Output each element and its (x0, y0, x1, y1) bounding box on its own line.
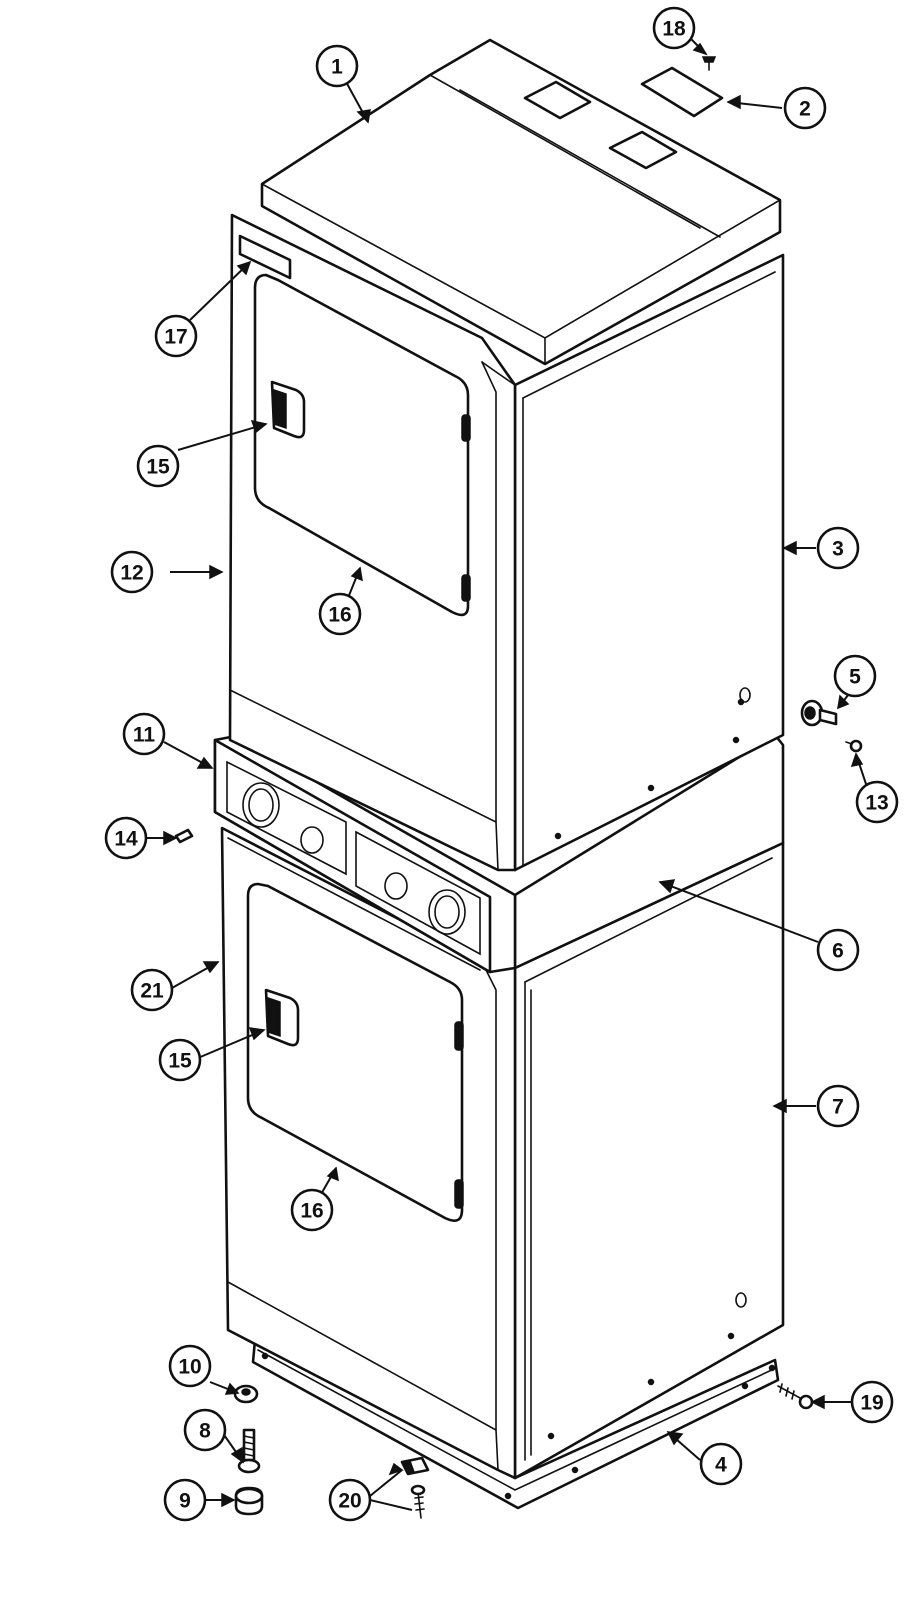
callout-2: 2 (783, 86, 827, 130)
callout-11: 11 (122, 712, 166, 756)
callout-20-label: 20 (338, 1490, 361, 1513)
leader-arrowheads (163, 42, 864, 1508)
screw-part-20 (410, 1484, 426, 1519)
lower-door (246, 882, 464, 1222)
nut-part-10 (233, 1384, 259, 1404)
callout-20: 20 (328, 1478, 372, 1522)
upper-door-handle (270, 380, 306, 439)
bolt-part-19 (777, 1383, 814, 1410)
callout-15-upper-label: 15 (146, 456, 170, 479)
callout-5: 5 (833, 654, 877, 698)
callout-5-label: 5 (849, 666, 861, 689)
model-label-plate (238, 234, 292, 280)
callout-10-label: 10 (178, 1356, 201, 1379)
screw-part-14 (174, 828, 194, 844)
callout-13: 13 (855, 780, 899, 824)
callout-1: 1 (315, 44, 359, 88)
callout-16-upper: 16 (318, 592, 362, 636)
callout-16-lower-label: 16 (300, 1200, 323, 1223)
callout-2-label: 2 (799, 98, 811, 121)
callout-10: 10 (168, 1344, 212, 1388)
callout-19-label: 19 (860, 1392, 883, 1415)
callout-21-label: 21 (140, 980, 164, 1003)
screw-part-13 (845, 739, 863, 753)
callout-6-label: 6 (832, 940, 844, 963)
callout-7: 7 (816, 1084, 860, 1128)
foot-cup (234, 1486, 264, 1516)
callout-12: 12 (110, 550, 154, 594)
callout-1-label: 1 (331, 56, 343, 79)
callout-7-label: 7 (832, 1096, 844, 1119)
callout-8-label: 8 (199, 1420, 211, 1443)
callout-21: 21 (130, 968, 174, 1012)
callout-13-label: 13 (865, 792, 888, 815)
callout-9: 9 (163, 1478, 207, 1522)
callout-6: 6 (816, 928, 860, 972)
clip-part-20 (400, 1456, 430, 1476)
callout-3-label: 3 (832, 538, 844, 561)
leveling-leg (237, 1428, 261, 1474)
callout-16-lower: 16 (290, 1188, 334, 1232)
lower-dryer-cabinet (513, 841, 785, 1480)
callout-9-label: 9 (179, 1490, 191, 1513)
callout-3: 3 (816, 526, 860, 570)
callout-4-label: 4 (715, 1454, 727, 1477)
callout-17: 17 (154, 314, 198, 358)
callout-16-upper-label: 16 (328, 604, 351, 627)
callout-15-upper: 15 (136, 444, 180, 488)
bracket-part-5 (800, 699, 838, 727)
callout-14: 14 (104, 816, 148, 860)
callout-18-label: 18 (662, 18, 686, 41)
callout-15-lower-label: 15 (168, 1050, 192, 1073)
callout-8: 8 (183, 1408, 227, 1452)
callout-18: 18 (652, 6, 696, 50)
callout-15-lower: 15 (158, 1038, 202, 1082)
lower-door-handle (264, 988, 300, 1047)
access-cover (640, 66, 724, 118)
callout-12-label: 12 (120, 562, 143, 585)
callout-11-label: 11 (133, 724, 156, 747)
callout-14-label: 14 (114, 828, 138, 851)
upper-door (253, 273, 471, 617)
callout-17-label: 17 (164, 326, 187, 349)
callout-4: 4 (699, 1442, 743, 1486)
callout-19: 19 (850, 1380, 894, 1424)
top-panel (260, 38, 782, 366)
screw-top (701, 56, 717, 71)
